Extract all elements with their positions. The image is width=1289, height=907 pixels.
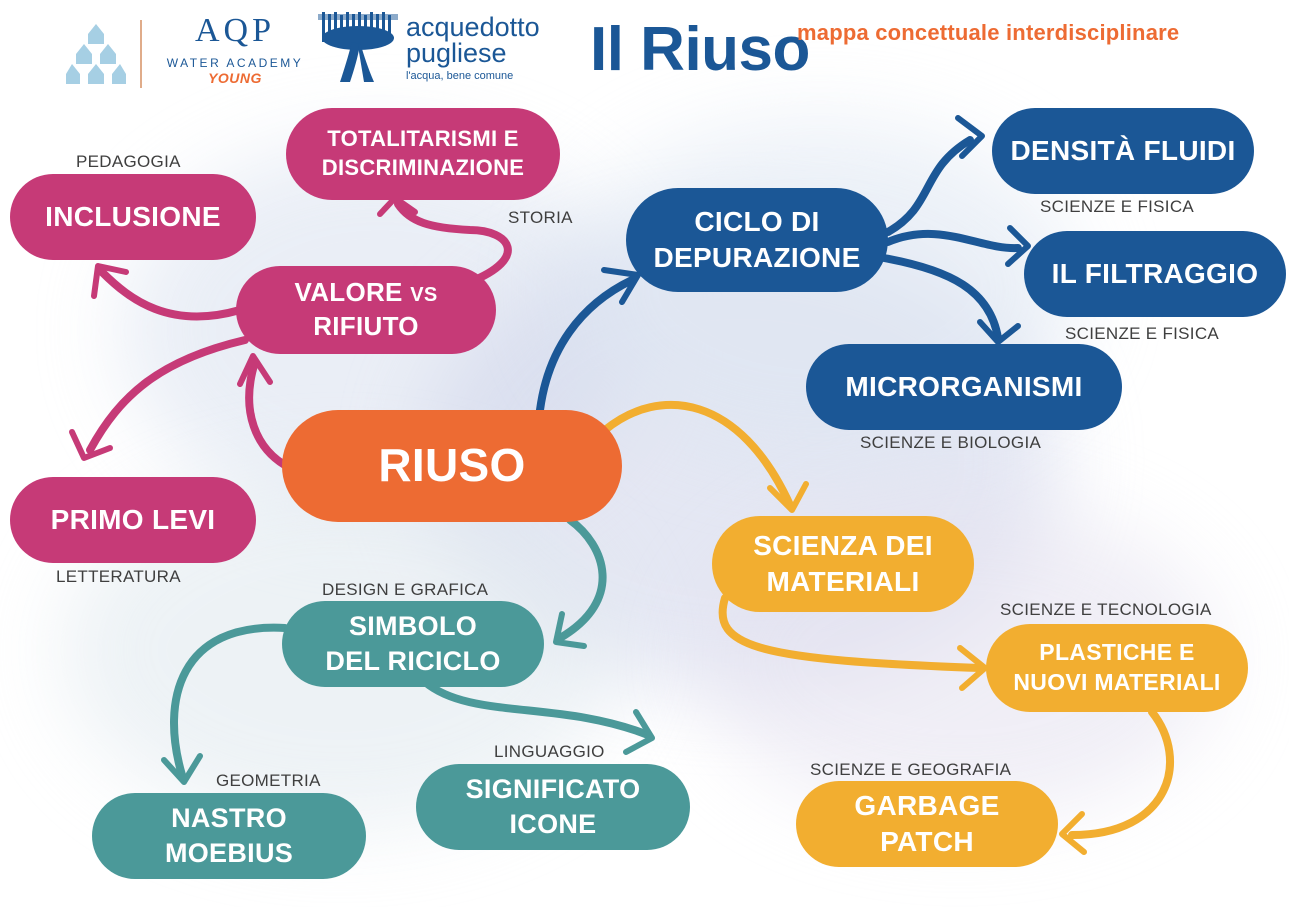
tag-scienze-tecnologia: SCIENZE E TECNOLOGIA xyxy=(1000,600,1212,619)
node-nastro-line2: MOEBIUS xyxy=(164,838,294,868)
tag-design-grafica: DESIGN E GRAFICA xyxy=(322,580,489,599)
pugliese-word: pugliese xyxy=(406,38,507,68)
olive-tree-icon xyxy=(318,12,398,82)
node-riuso-label: RIUSO xyxy=(378,439,526,492)
node-scienza-line2: MATERIALI xyxy=(766,566,920,597)
node-microrganismi-label: MICRORGANISMI xyxy=(845,370,1083,402)
node-ciclo-di-depurazione: CICLO DI DEPURAZIONE xyxy=(626,188,888,292)
node-densita-fluidi: DENSITÀ FLUIDI xyxy=(992,108,1254,194)
node-totalitarismi: TOTALITARISMI E DISCRIMINAZIONE xyxy=(286,108,560,200)
page-title: Il Riuso xyxy=(590,15,810,84)
arrow-ciclo-to-densita xyxy=(884,136,974,236)
tag-storia: STORIA xyxy=(508,208,573,227)
node-ciclo-line2: DEPURAZIONE xyxy=(653,242,861,273)
node-significato-line1: SIGNIFICATO xyxy=(465,773,641,804)
logo-divider xyxy=(140,20,142,88)
node-inclusione: INCLUSIONE xyxy=(10,174,256,260)
acquedotto-tagline: l'acqua, bene comune xyxy=(406,70,514,82)
node-totalitarismi-line2: DISCRIMINAZIONE xyxy=(321,155,525,180)
yellow-arrows xyxy=(601,400,1175,855)
node-valore-line2: RIFIUTO xyxy=(313,311,419,341)
aqp-water-academy-logo: AQP WATER ACADEMY YOUNG xyxy=(155,12,315,92)
arrow-simbolo-to-nastro xyxy=(170,623,289,779)
aqp-letters: AQP xyxy=(194,12,276,49)
water-drops-logo xyxy=(66,22,126,86)
node-plastiche-line1: PLASTICHE E xyxy=(1039,639,1195,666)
node-filtraggio-label: IL FILTRAGGIO xyxy=(1051,257,1259,289)
arrow-riuso-to-simbolo xyxy=(556,516,607,642)
node-microrganismi: MICRORGANISMI xyxy=(806,344,1122,430)
blue-arrows xyxy=(536,115,1031,414)
magenta-arrows xyxy=(69,195,512,472)
tag-geometria: GEOMETRIA xyxy=(216,771,321,790)
node-plastiche-line2: NUOVI MATERIALI xyxy=(1013,669,1221,695)
acquedotto-word: acquedotto xyxy=(406,12,540,42)
node-valore-line1: VALORE xyxy=(294,277,411,308)
node-primo-levi-label: PRIMO LEVI xyxy=(50,503,216,535)
node-scienza-line1: SCIENZA DEI xyxy=(753,529,933,561)
node-simbolo-line1: SIMBOLO xyxy=(348,610,478,641)
aqp-young: YOUNG xyxy=(208,70,262,86)
arrow-ciclo-to-filtraggio xyxy=(884,230,1022,253)
arrow-simbolo-to-significato xyxy=(421,678,652,739)
arrow-riuso-to-ciclo xyxy=(536,276,636,414)
node-valore-vs-rifiuto: VALORE VS RIFIUTO xyxy=(236,266,496,354)
node-garbage-patch: GARBAGE PATCH xyxy=(796,781,1058,867)
node-simbolo-line2: DEL RICICLO xyxy=(325,646,501,676)
tag-scienze-fisica-2: SCIENZE E FISICA xyxy=(1065,324,1220,343)
node-riuso: RIUSO xyxy=(282,410,622,522)
node-simbolo-del-riciclo: SIMBOLO DEL RICICLO xyxy=(282,601,544,687)
node-primo-levi: PRIMO LEVI xyxy=(10,477,256,563)
node-densita-label: DENSITÀ FLUIDI xyxy=(1010,134,1236,166)
tag-scienze-fisica-1: SCIENZE E FISICA xyxy=(1040,197,1195,216)
node-nastro-line1: NASTRO xyxy=(171,802,287,833)
node-garbage-line2: PATCH xyxy=(880,826,974,857)
arrow-scienza-to-plastiche xyxy=(718,594,984,672)
node-significato-icone: SIGNIFICATO ICONE xyxy=(416,764,690,850)
acquedotto-pugliese-logo: acquedotto pugliese l'acqua, bene comune xyxy=(318,10,568,90)
tag-linguaggio: LINGUAGGIO xyxy=(494,742,605,761)
node-plastiche: PLASTICHE E NUOVI MATERIALI xyxy=(986,624,1248,712)
node-valore-vs: VS xyxy=(410,284,438,307)
tag-pedagogia: PEDAGOGIA xyxy=(76,152,181,171)
node-il-filtraggio: IL FILTRAGGIO xyxy=(1024,231,1286,317)
node-garbage-line1: GARBAGE xyxy=(854,789,1000,821)
tag-letteratura: LETTERATURA xyxy=(56,567,181,586)
arrow-valore-to-primolevi xyxy=(86,336,249,454)
arrow-valore-to-inclusione xyxy=(98,268,244,321)
arrow-riuso-to-valore xyxy=(245,358,294,472)
arrow-plastiche-to-garbage xyxy=(1068,708,1175,839)
page-subtitle: mappa concettuale interdisciplinare xyxy=(797,20,1180,45)
teal-arrows xyxy=(161,516,655,785)
node-totalitarismi-line1: TOTALITARISMI E xyxy=(327,126,519,152)
tag-scienze-geografia: SCIENZE E GEOGRAFIA xyxy=(810,760,1012,779)
arrow-valore-to-totalitarismi xyxy=(394,200,512,286)
node-ciclo-line1: CICLO DI xyxy=(694,205,820,237)
node-nastro-moebius: NASTRO MOEBIUS xyxy=(92,793,366,879)
arrow-ciclo-to-microrganismi xyxy=(880,254,1002,342)
aqp-subtitle: WATER ACADEMY xyxy=(166,56,304,70)
water-drops-icon xyxy=(66,24,126,84)
node-inclusione-label: INCLUSIONE xyxy=(45,200,221,232)
node-significato-line2: ICONE xyxy=(509,809,597,839)
node-scienza-dei-materiali: SCIENZA DEI MATERIALI xyxy=(712,516,974,612)
tag-scienze-biologia: SCIENZE E BIOLOGIA xyxy=(860,433,1042,452)
arrow-riuso-to-scienza xyxy=(601,400,794,509)
